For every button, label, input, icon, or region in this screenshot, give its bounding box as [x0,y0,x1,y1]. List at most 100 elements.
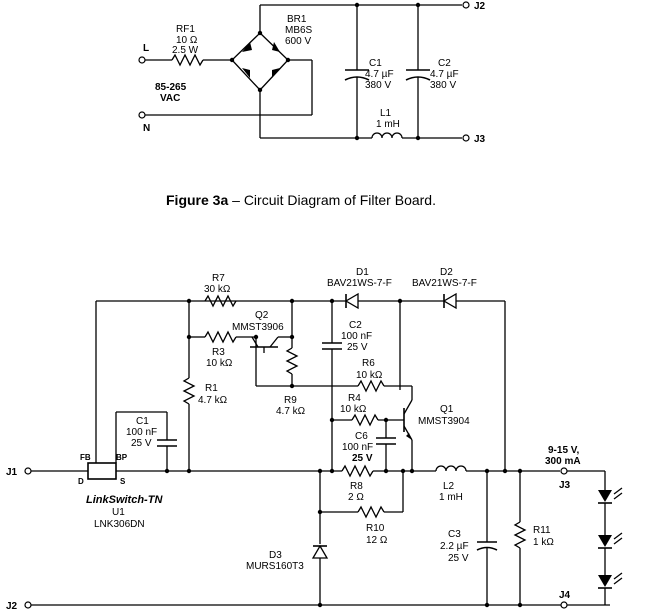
label-j3: J3 [559,480,571,491]
resistor-r9 [285,347,299,375]
terminal-j3-top [462,134,470,142]
inductor-l1 [371,132,403,139]
label-l1-name: L1 [380,108,392,119]
label-j2-top: J2 [474,1,486,12]
label-d2-name: D2 [440,267,453,278]
label-rf1-power: 2.5 W [172,45,199,56]
label-q2-name: Q2 [255,310,269,321]
label-d3-part: MURS160T3 [246,561,304,572]
label-j4: J4 [559,590,571,601]
label-c3-value: 2.2 µF [440,541,469,552]
label-br1-name: BR1 [287,14,307,25]
resistor-r11 [513,521,527,549]
label-c3-voltage: 25 V [448,553,469,564]
label-r7-name: R7 [212,273,225,284]
label-l2-name: L2 [443,481,455,492]
label-c2a-value: 4.7 µF [430,69,459,80]
label-c1b-value: 100 nF [126,427,157,438]
label-q1-name: Q1 [440,404,454,415]
label-n: N [143,123,150,134]
terminal-j2 [24,601,32,609]
label-r6-value: 10 kΩ [356,370,383,381]
label-r3-value: 10 kΩ [206,358,233,369]
label-r4-name: R4 [348,393,361,404]
led-string [598,487,623,605]
resistor-r3 [204,330,237,344]
caption-figure-3a: Figure 3a – Circuit Diagram of Filter Bo… [166,192,436,208]
label-d1-part: BAV21WS-7-F [327,278,392,289]
resistor-rf1 [171,53,204,67]
bridge-rectifier-br1 [229,30,291,93]
terminal-l [138,56,146,64]
terminal-j3 [560,467,568,475]
label-r7-value: 30 kΩ [204,284,231,295]
resistor-r10 [357,505,385,519]
terminal-j2-top [462,1,470,9]
label-d1-name: D1 [356,267,369,278]
label-c6-value: 100 nF [342,442,373,453]
label-r4-value: 10 kΩ [340,404,367,415]
led-driver-diagram: J1 J2 J4 FB BP D S LinkSwitch-TN U1 LNK3… [6,267,623,612]
label-q1-part: MMST3904 [418,416,470,427]
label-c2b-value: 100 nF [341,331,372,342]
label-r3-name: R3 [212,347,225,358]
label-j1: J1 [6,467,18,478]
terminal-j4 [560,601,568,609]
label-u1-family: LinkSwitch-TN [86,494,163,506]
diode-d1 [344,292,359,310]
label-c2b-name: C2 [349,320,362,331]
resistor-r6 [357,379,385,393]
label-r8-value: 2 Ω [348,492,364,503]
label-r10-value: 12 Ω [366,535,388,546]
label-c1b-name: C1 [136,416,149,427]
label-r1-name: R1 [205,383,218,394]
label-j3-top: J3 [474,134,486,145]
label-r10-name: R10 [366,523,385,534]
label-r6-name: R6 [362,358,375,369]
terminal-n [138,111,146,119]
label-l1-value: 1 mH [376,119,400,130]
label-c2a-voltage: 380 V [430,80,456,91]
label-br1-voltage: 600 V [285,36,311,47]
label-rf1-name: RF1 [176,24,195,35]
label-c3-name: C3 [448,529,461,540]
resistor-r1 [182,377,196,405]
label-l: L [143,43,149,54]
inductor-l2 [435,465,467,472]
pin-bp: BP [116,453,128,462]
led-2 [598,532,623,549]
resistor-r7 [204,294,237,308]
label-r11-name: R11 [533,525,551,536]
terminal-j1 [24,467,32,475]
led-1 [598,487,623,504]
ic-u1 [87,462,117,480]
led-3 [598,572,623,589]
pin-s: S [120,477,126,486]
label-q2-part: MMST3906 [232,322,284,333]
label-output-current: 300 mA [545,456,581,467]
label-input-voltage: 85-265 [155,82,187,93]
label-output-voltage: 9-15 V, [548,445,580,456]
label-c1a-voltage: 380 V [365,80,391,91]
pin-fb: FB [80,453,91,462]
label-rf1-value: 10 Ω [176,35,198,46]
label-c6-voltage: 25 V [352,453,373,464]
label-u1-part: LNK306DN [94,519,145,530]
label-br1-part: MB6S [285,25,313,36]
filter-board-diagram: L RF1 10 Ω 2.5 W 85-265 VAC N BR1 MB [138,1,486,208]
diode-d2 [442,292,457,310]
label-input-vac: VAC [160,93,180,104]
label-u1-name: U1 [112,507,125,518]
diode-d3 [311,544,329,559]
label-c2b-voltage: 25 V [347,342,368,353]
label-r8-name: R8 [350,481,363,492]
transistor-q1 [403,399,413,441]
label-c1a-value: 4.7 µF [365,69,394,80]
label-c2a-name: C2 [438,58,451,69]
resistor-r8 [341,464,374,478]
label-l2-value: 1 mH [439,492,463,503]
label-c1b-voltage: 25 V [131,438,152,449]
transistor-q2 [250,336,292,386]
label-d3-name: D3 [269,550,282,561]
